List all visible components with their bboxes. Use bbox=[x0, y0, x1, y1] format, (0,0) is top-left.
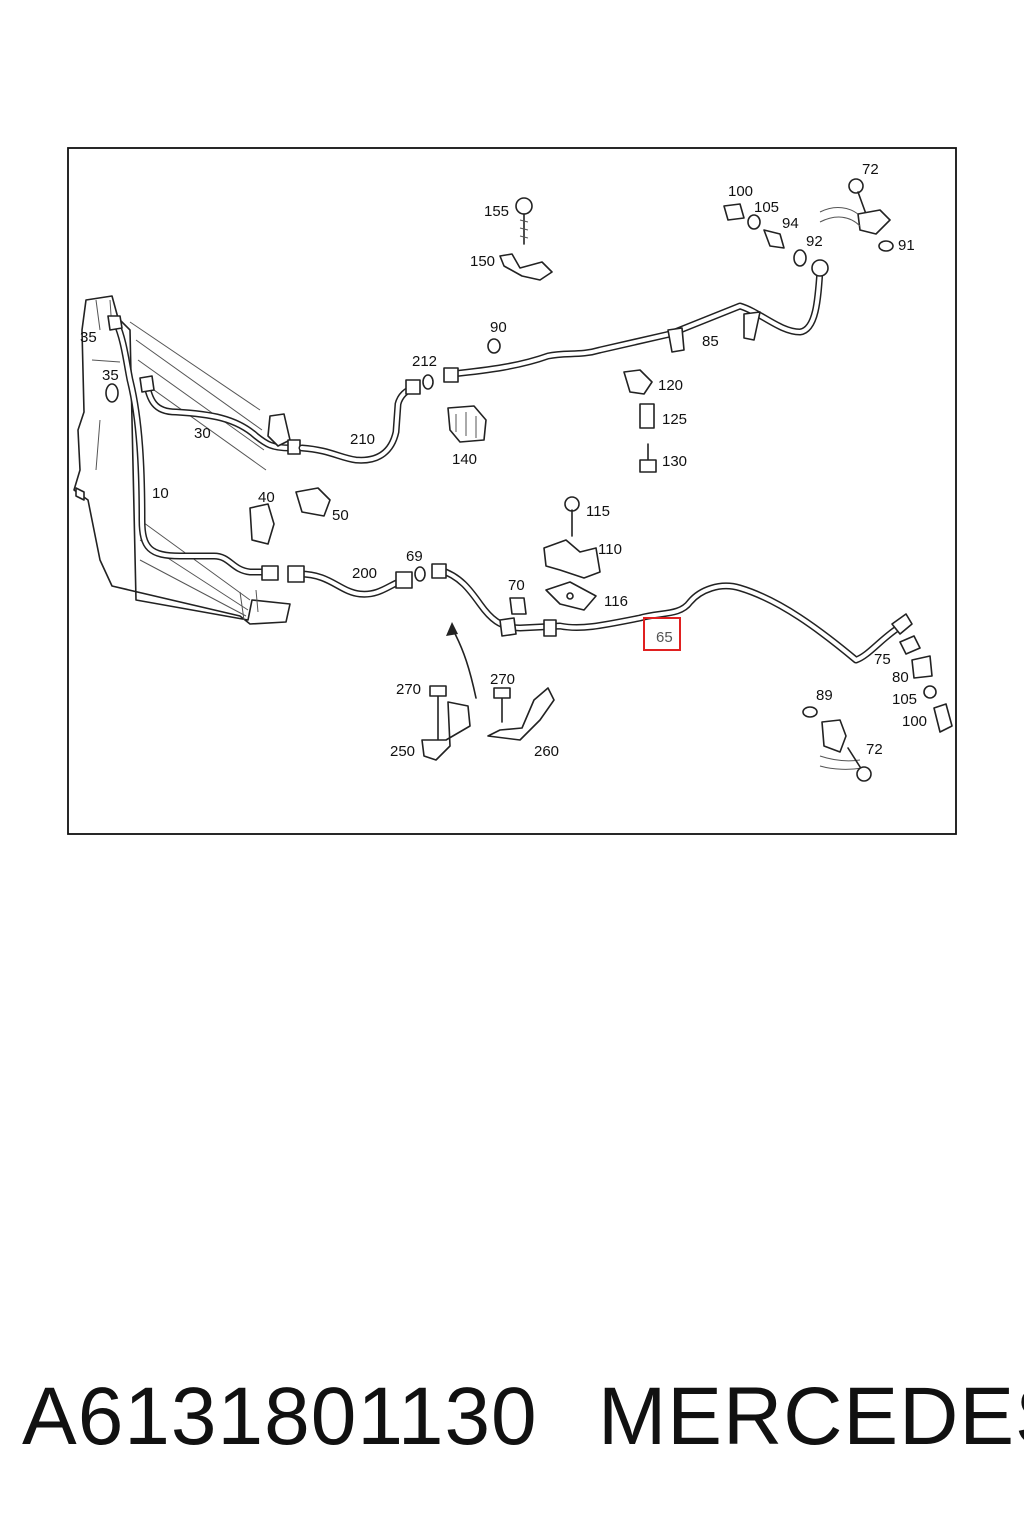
part-105-washer-bottom bbox=[923, 685, 937, 699]
part-50-clip bbox=[295, 487, 331, 517]
label-140: 140 bbox=[452, 451, 477, 468]
part-flange-top bbox=[819, 207, 891, 235]
label-94: 94 bbox=[782, 215, 799, 232]
label-155: 155 bbox=[484, 203, 509, 220]
label-210: 210 bbox=[350, 431, 375, 448]
part-72-bolt-top bbox=[848, 178, 867, 215]
part-70-grommet bbox=[509, 597, 527, 615]
pipe-10 bbox=[107, 315, 279, 581]
caption: A6131801130 MERCEDES bbox=[0, 1370, 1024, 1470]
label-40: 40 bbox=[258, 489, 275, 506]
label-105-top: 105 bbox=[754, 199, 779, 216]
part-89-oring bbox=[802, 706, 818, 718]
part-250-bracket bbox=[421, 685, 471, 761]
label-120: 120 bbox=[658, 377, 683, 394]
label-115: 115 bbox=[586, 503, 610, 520]
label-100-bottom: 100 bbox=[902, 713, 927, 730]
part-212-washer bbox=[422, 374, 434, 390]
label-85: 85 bbox=[702, 333, 719, 350]
assembly-arrow bbox=[446, 622, 477, 699]
part-150-bracket bbox=[499, 253, 553, 281]
label-212: 212 bbox=[412, 353, 437, 370]
part-115-bolt bbox=[564, 496, 580, 537]
pipe-65 bbox=[431, 563, 913, 664]
label-70: 70 bbox=[508, 577, 525, 594]
part-72-bolt-bottom bbox=[847, 747, 872, 782]
label-10: 10 bbox=[152, 485, 169, 502]
label-130: 130 bbox=[662, 453, 687, 470]
label-250: 250 bbox=[390, 743, 415, 760]
part-94-fitting bbox=[763, 229, 785, 249]
label-270-right: 270 bbox=[490, 671, 515, 688]
part-40-clip bbox=[249, 503, 275, 545]
brand-name: MERCEDES bbox=[598, 1371, 1024, 1462]
part-116-bracket bbox=[545, 581, 597, 611]
label-110: 110 bbox=[598, 541, 622, 558]
label-116: 116 bbox=[604, 593, 628, 610]
label-200: 200 bbox=[352, 565, 377, 582]
label-50: 50 bbox=[332, 507, 349, 524]
label-100-top: 100 bbox=[728, 183, 753, 200]
part-260-bracket bbox=[487, 687, 555, 741]
part-110-bracket bbox=[543, 539, 601, 579]
part-140-clip bbox=[447, 405, 487, 443]
part-155-bolt bbox=[515, 197, 533, 245]
part-130-bolt bbox=[639, 443, 657, 473]
part-105-washer-top bbox=[747, 214, 761, 230]
label-35-bottom: 35 bbox=[102, 367, 119, 384]
label-75: 75 bbox=[874, 651, 891, 668]
part-120-clamp bbox=[623, 369, 653, 395]
part-91-oring bbox=[878, 240, 894, 252]
label-92: 92 bbox=[806, 233, 823, 250]
pipe-85 bbox=[443, 259, 829, 383]
pipe-200 bbox=[287, 565, 413, 598]
label-90: 90 bbox=[490, 319, 507, 336]
label-125: 125 bbox=[662, 411, 687, 428]
part-90-grommet bbox=[487, 338, 501, 354]
part-100-banjo-bottom bbox=[933, 703, 953, 733]
pipe-210 bbox=[298, 379, 421, 464]
part-flange-bottom bbox=[819, 719, 863, 770]
part-100-banjo-top bbox=[723, 203, 745, 221]
pipe-30 bbox=[139, 375, 301, 455]
part-75-fitting bbox=[899, 635, 921, 655]
label-150: 150 bbox=[470, 253, 495, 270]
label-35-top: 35 bbox=[80, 329, 97, 346]
part-125-sleeve bbox=[639, 403, 655, 429]
part-number: A6131801130 bbox=[22, 1371, 538, 1462]
label-91: 91 bbox=[898, 237, 915, 254]
label-270-left: 270 bbox=[396, 681, 421, 698]
label-30: 30 bbox=[194, 425, 211, 442]
label-72-bottom: 72 bbox=[866, 741, 883, 758]
label-89: 89 bbox=[816, 687, 833, 704]
part-80-fitting bbox=[911, 655, 933, 679]
part-92-seal bbox=[793, 249, 807, 267]
label-80: 80 bbox=[892, 669, 909, 686]
highlight-box-65 bbox=[643, 617, 681, 651]
label-69: 69 bbox=[406, 548, 423, 565]
label-65: 65 bbox=[656, 629, 673, 646]
label-72-top: 72 bbox=[862, 161, 879, 178]
label-260: 260 bbox=[534, 743, 559, 760]
label-105-bottom: 105 bbox=[892, 691, 917, 708]
part-69-washer bbox=[414, 566, 426, 582]
